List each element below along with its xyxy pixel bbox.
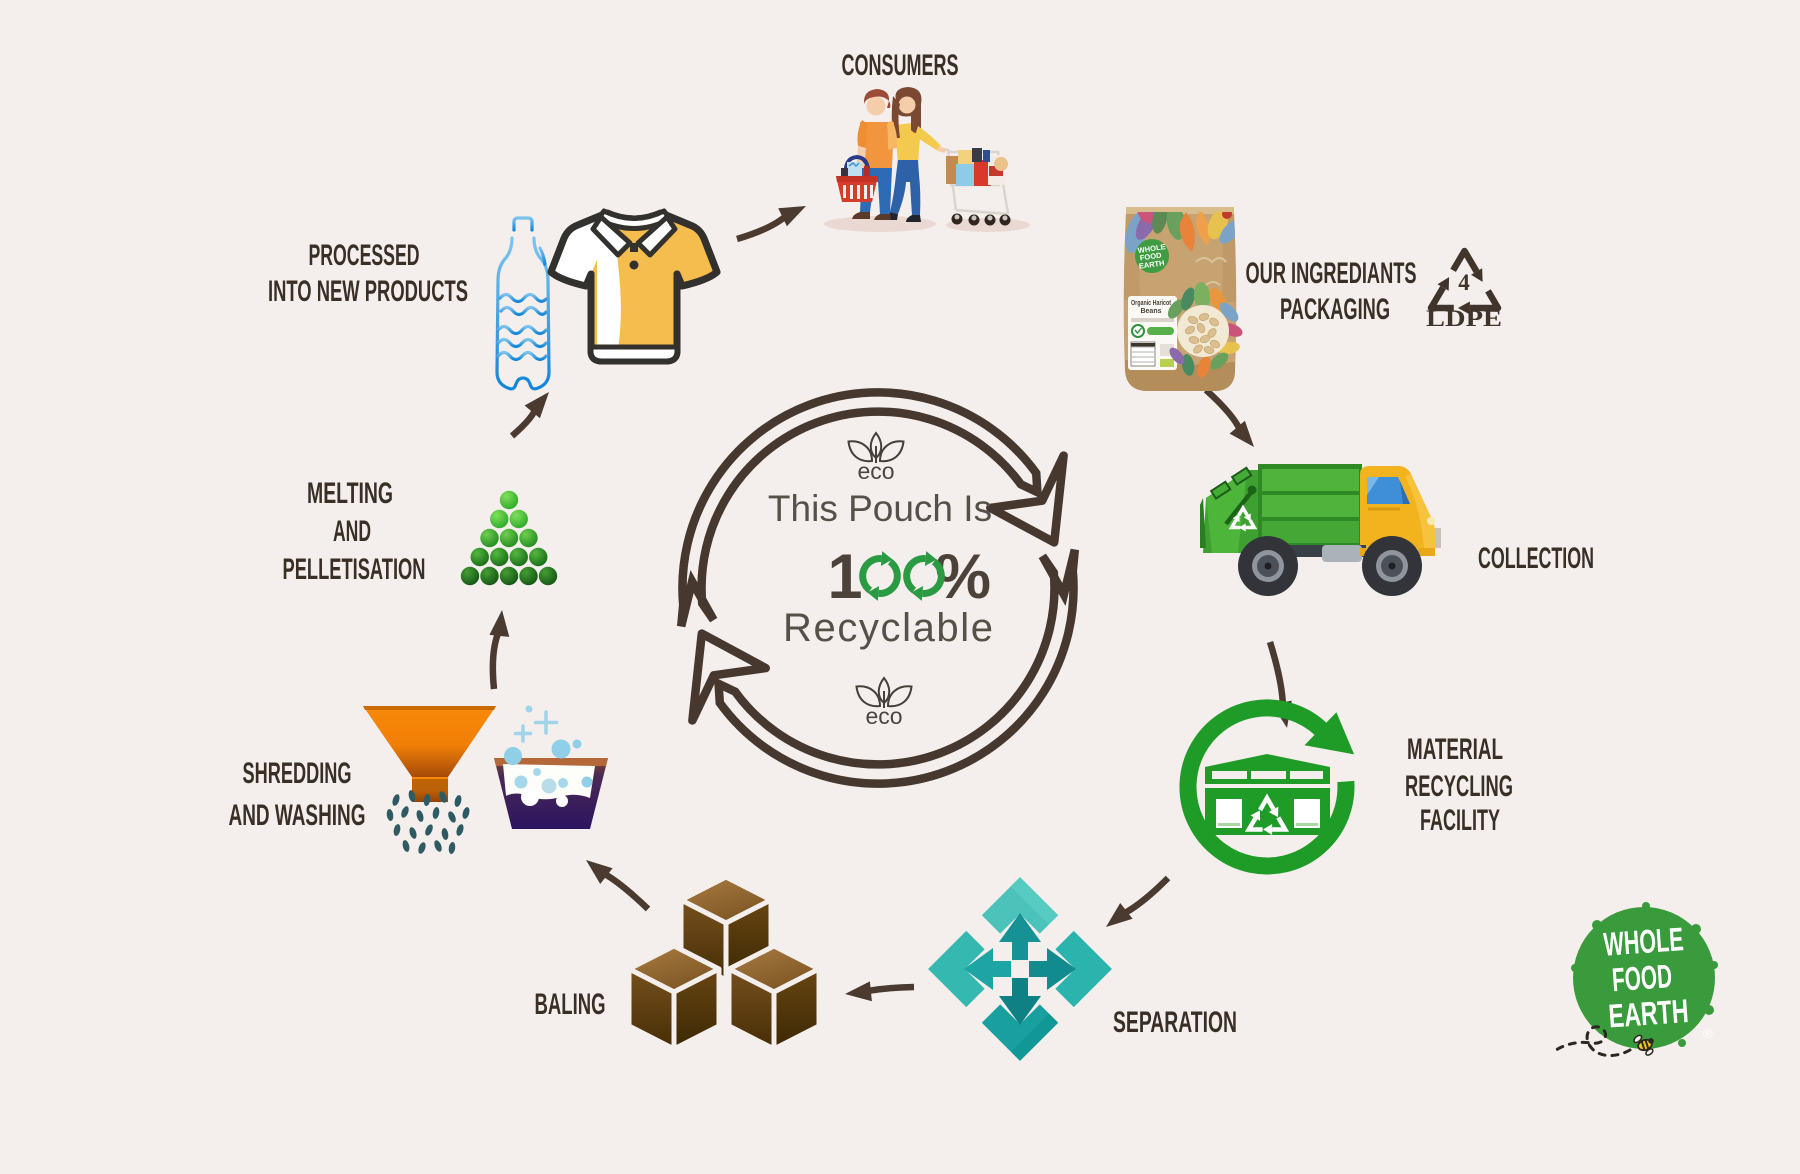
svg-text:SHREDDING: SHREDDING	[243, 757, 352, 790]
svg-text:FOOD: FOOD	[1611, 957, 1673, 998]
svg-text:COLLECTION: COLLECTION	[1478, 542, 1594, 575]
svg-text:FACILITY: FACILITY	[1420, 804, 1500, 837]
svg-text:SEPARATION: SEPARATION	[1113, 1006, 1237, 1039]
svg-text:eco: eco	[865, 703, 902, 729]
svg-text:BALING: BALING	[535, 988, 606, 1021]
svg-text:MATERIAL: MATERIAL	[1407, 733, 1503, 766]
svg-text:1: 1	[827, 542, 862, 612]
svg-text:FOOD: FOOD	[1139, 250, 1162, 262]
svg-text:Beans: Beans	[1140, 308, 1161, 315]
svg-text:eco: eco	[857, 458, 894, 484]
svg-text:AND: AND	[333, 515, 371, 548]
svg-text:MELTING: MELTING	[307, 477, 393, 510]
svg-text:This Pouch Is: This Pouch Is	[768, 488, 992, 529]
svg-text:OUR INGREDIANTS: OUR INGREDIANTS	[1246, 257, 1417, 290]
svg-text:EARTH: EARTH	[1607, 992, 1689, 1034]
svg-text:AND WASHING: AND WASHING	[229, 799, 366, 832]
svg-text:Recyclable: Recyclable	[783, 606, 993, 650]
svg-text:CONSUMERS: CONSUMERS	[842, 49, 959, 82]
svg-text:PROCESSED: PROCESSED	[309, 239, 420, 272]
svg-text:®: ®	[1703, 1026, 1713, 1041]
svg-text:WHOLE: WHOLE	[1602, 920, 1684, 962]
svg-text:WHOLE: WHOLE	[1137, 242, 1166, 255]
svg-text:INTO NEW PRODUCTS: INTO NEW PRODUCTS	[268, 275, 468, 308]
svg-text:PELLETISATION: PELLETISATION	[283, 553, 426, 586]
svg-text:4: 4	[1458, 270, 1470, 295]
svg-text:PACKAGING: PACKAGING	[1280, 293, 1390, 326]
svg-text:RECYCLING: RECYCLING	[1405, 770, 1513, 803]
svg-text:EARTH: EARTH	[1138, 258, 1165, 271]
svg-text:Organic Haricot: Organic Haricot	[1131, 300, 1172, 307]
svg-text:LDPE: LDPE	[1426, 306, 1502, 331]
